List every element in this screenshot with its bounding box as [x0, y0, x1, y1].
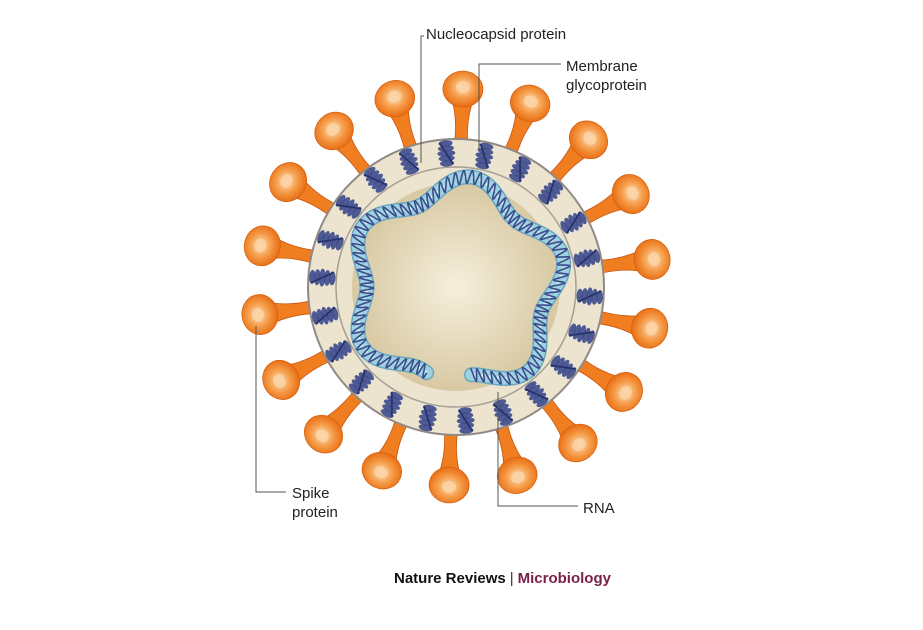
membrane-protein-22: [573, 249, 601, 268]
membrane-protein-2: [568, 323, 595, 344]
rna-strand: [350, 169, 572, 386]
spike-10: [428, 426, 470, 504]
nucleocapsid-rna-helix: [350, 169, 572, 386]
rna-label: RNA: [583, 500, 615, 517]
spike-5: [593, 239, 671, 280]
viral-core: [352, 183, 560, 391]
membrane-label-line2: glycoprotein: [566, 77, 647, 94]
nucleocapsid-beads: [356, 175, 566, 380]
membrane-protein-6: [456, 407, 475, 434]
membrane-protein-1: [576, 287, 603, 306]
spike-protein-label: Spike protein: [292, 484, 338, 522]
membrane-protein-11: [311, 306, 339, 325]
spike-2: [501, 84, 551, 161]
membrane-protein-13: [317, 230, 344, 251]
spike-proteins: [241, 70, 671, 504]
membrane-protein-4: [524, 381, 549, 408]
leader-lines: [255, 35, 578, 507]
membrane-protein-18: [475, 142, 494, 170]
spike-11: [361, 413, 411, 490]
spike-6: [591, 307, 669, 349]
spike-18: [374, 80, 420, 157]
membrane-protein-8: [380, 391, 404, 418]
membrane-protein-12: [309, 268, 336, 287]
nucleocapsid-label: Nucleocapsid protein: [426, 26, 567, 43]
membrane-protein-21: [560, 211, 587, 234]
spike-label-line2: protein: [292, 504, 338, 521]
credit-journal: Nature Reviews: [394, 570, 506, 587]
membrane-glycoproteins: [309, 140, 603, 434]
envelope-inner-edge: [335, 166, 577, 408]
spike-15: [243, 225, 321, 267]
leader-spike: [255, 326, 286, 493]
membrane-protein-19: [508, 156, 532, 183]
credit-separator: |: [509, 570, 514, 587]
credit-section: Microbiology: [517, 570, 611, 587]
spike-label-line1: Spike: [292, 485, 330, 502]
leader-rna: [497, 392, 578, 507]
membrane-protein-17: [437, 140, 456, 167]
membrane-protein-9: [348, 369, 374, 395]
membrane-protein-20: [538, 179, 564, 205]
figure-credit: Nature Reviews|Microbiology: [394, 570, 611, 587]
membrane-label-line1: Membrane: [566, 58, 638, 75]
spike-1: [442, 70, 484, 148]
leader-membrane: [478, 63, 561, 150]
membrane-protein-10: [325, 340, 352, 363]
spike-9: [492, 417, 538, 494]
membrane-protein-5: [492, 399, 514, 426]
membrane-protein-7: [418, 404, 437, 432]
spike-14: [241, 294, 319, 335]
membrane-protein-3: [550, 355, 577, 380]
membrane-protein-14: [335, 194, 362, 219]
membrane-protein-16: [398, 148, 420, 175]
membrane-protein-15: [363, 166, 388, 193]
leader-nucleocapsid: [420, 35, 424, 163]
membrane-glycoprotein-label: Membrane glycoprotein: [566, 57, 647, 95]
